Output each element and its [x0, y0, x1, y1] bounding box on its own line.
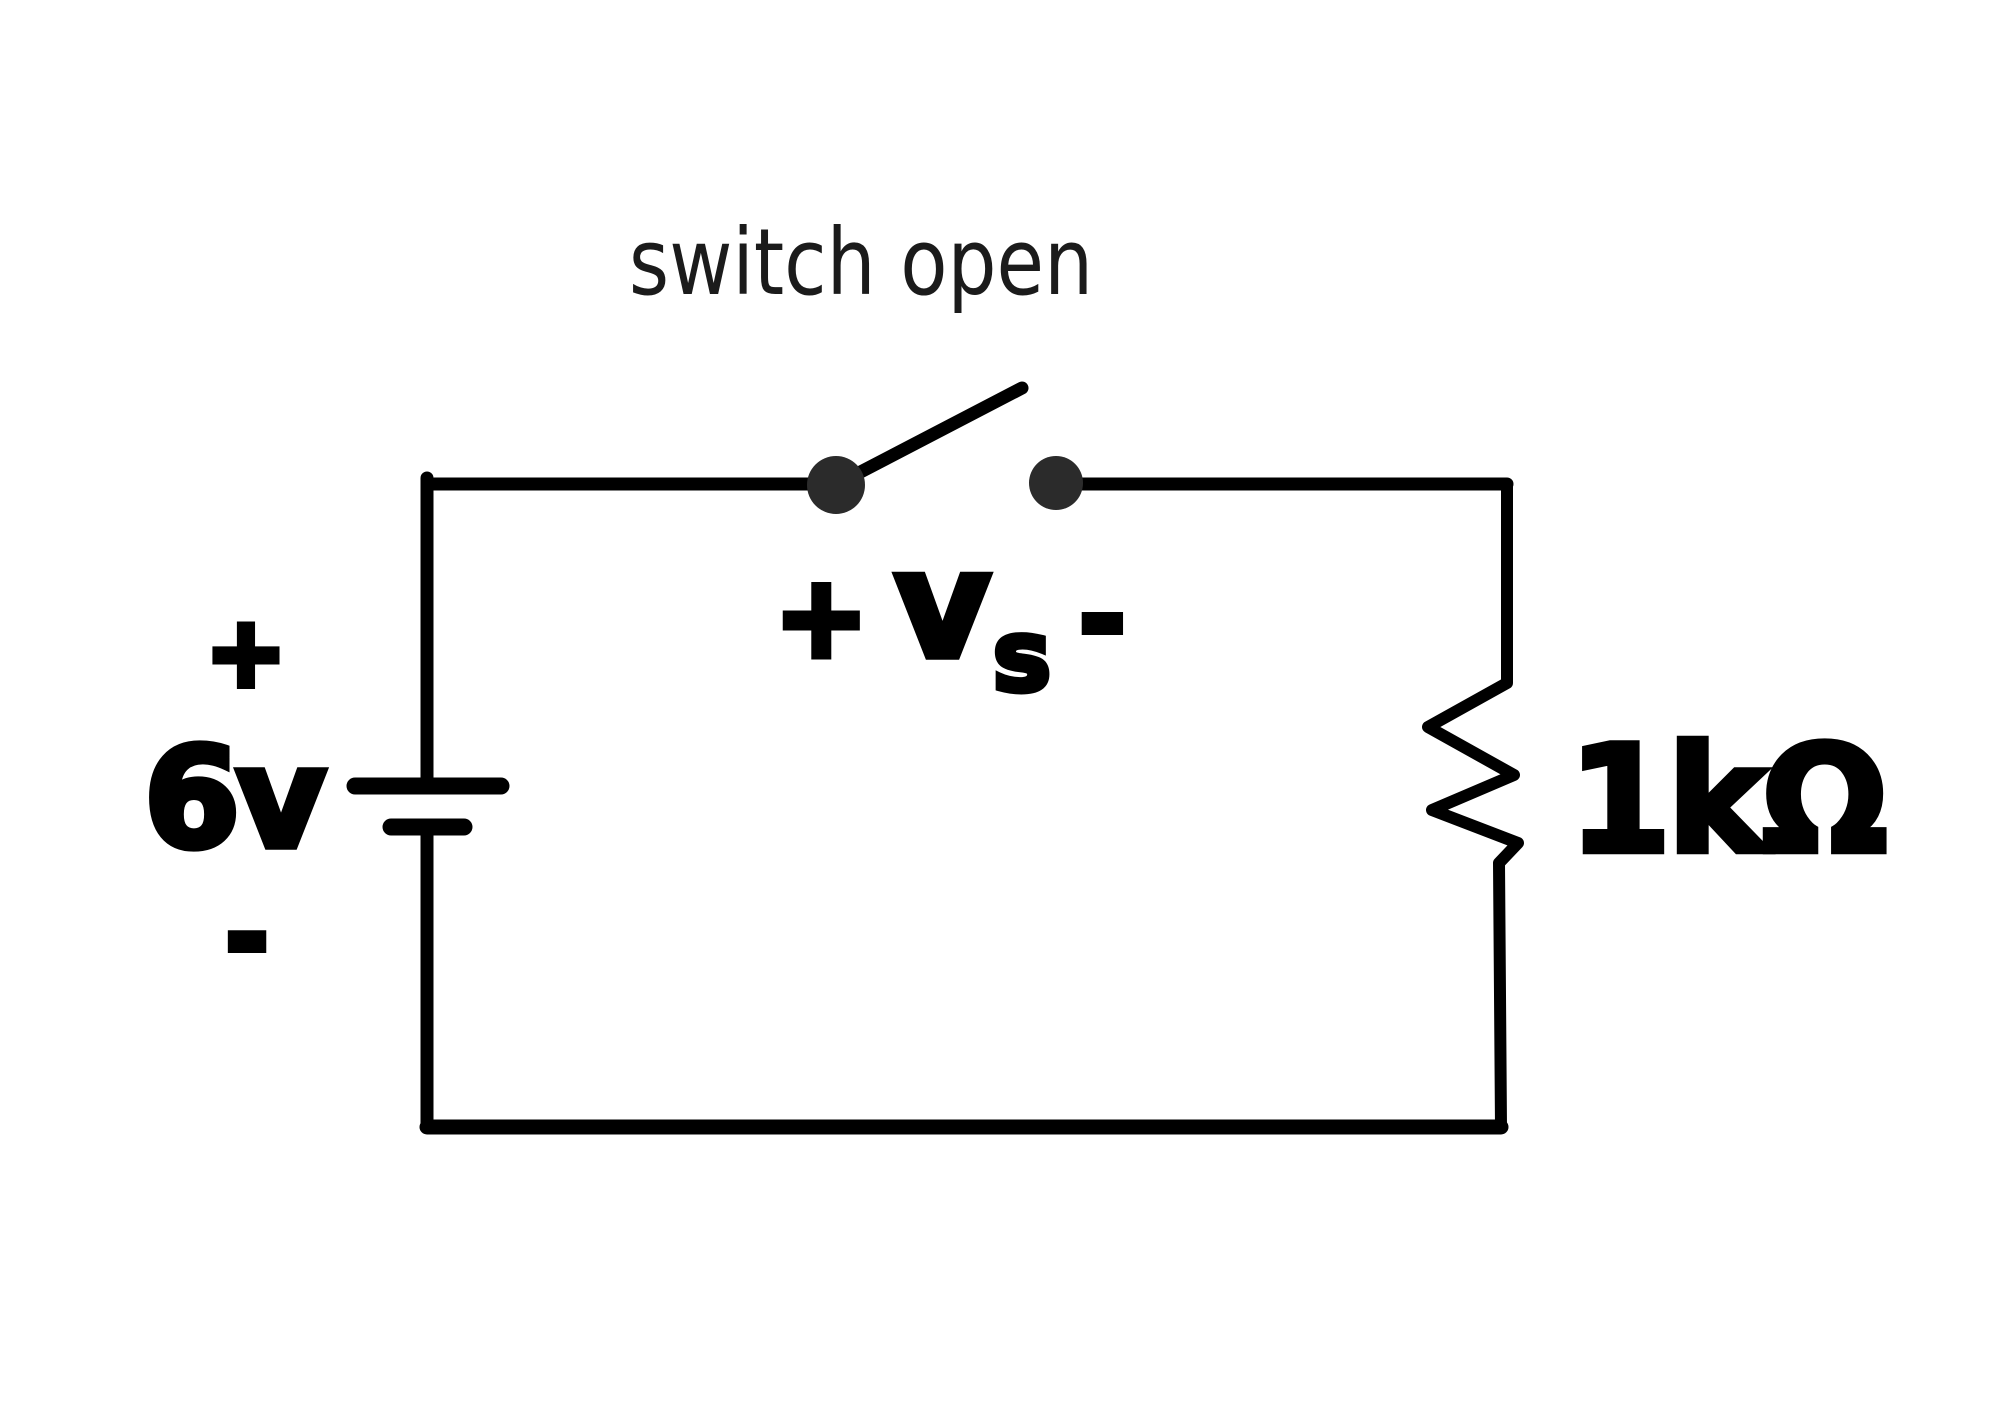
- vs-minus-sign: -: [1076, 550, 1130, 687]
- resistor-zigzag: [1422, 478, 1524, 1133]
- battery-voltage-label: 6v: [141, 715, 330, 883]
- battery-plus-sign: +: [202, 593, 289, 712]
- switch-terminal-left-dot: [807, 456, 865, 514]
- switch-lever: [842, 381, 1029, 485]
- switch-state-label: switch open: [628, 208, 1094, 316]
- resistor-value-label: 1kΩ: [1565, 711, 1890, 889]
- vs-plus-sign: +: [771, 550, 872, 687]
- battery-minus-sign: -: [223, 876, 272, 997]
- vs-symbol: v: [891, 516, 995, 695]
- switch-terminal-right-dot: [1029, 456, 1083, 510]
- vs-subscript: s: [990, 597, 1054, 717]
- vs-label: + v s -: [771, 516, 1130, 717]
